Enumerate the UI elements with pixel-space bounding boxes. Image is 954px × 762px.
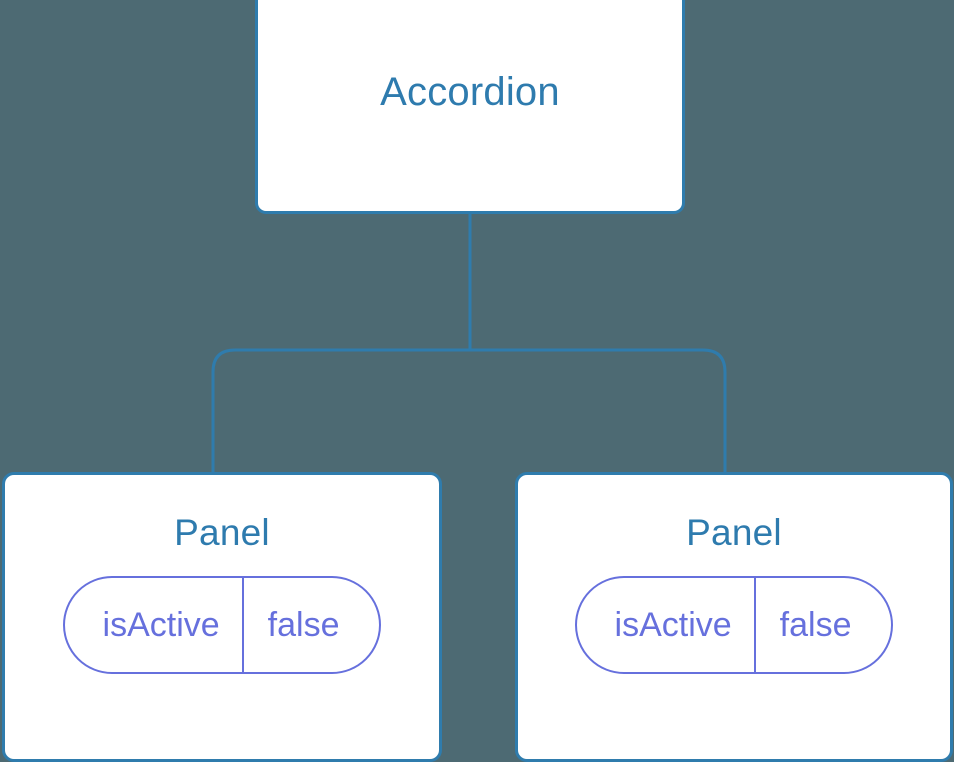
node-accordion[interactable]: Accordion — [255, 0, 685, 214]
state-badge-key: isActive — [102, 605, 220, 644]
node-accordion-title: Accordion — [380, 70, 560, 114]
node-panel-2-title: Panel — [686, 512, 782, 553]
state-badge-panel-1[interactable]: isActive false — [62, 575, 382, 674]
state-badge-panel-2[interactable]: isActive false — [574, 575, 894, 674]
state-badge-value: false — [241, 577, 380, 672]
state-badge-key: isActive — [614, 605, 732, 644]
node-panel-2[interactable]: Panel isActive false — [515, 472, 953, 762]
connector-branch-right — [470, 348, 727, 474]
connector-lines — [211, 212, 727, 474]
node-panel-1[interactable]: Panel isActive false — [2, 472, 442, 762]
connector-branch-left — [211, 348, 470, 474]
state-badge-value: false — [753, 577, 892, 672]
node-panel-1-title: Panel — [174, 512, 270, 553]
